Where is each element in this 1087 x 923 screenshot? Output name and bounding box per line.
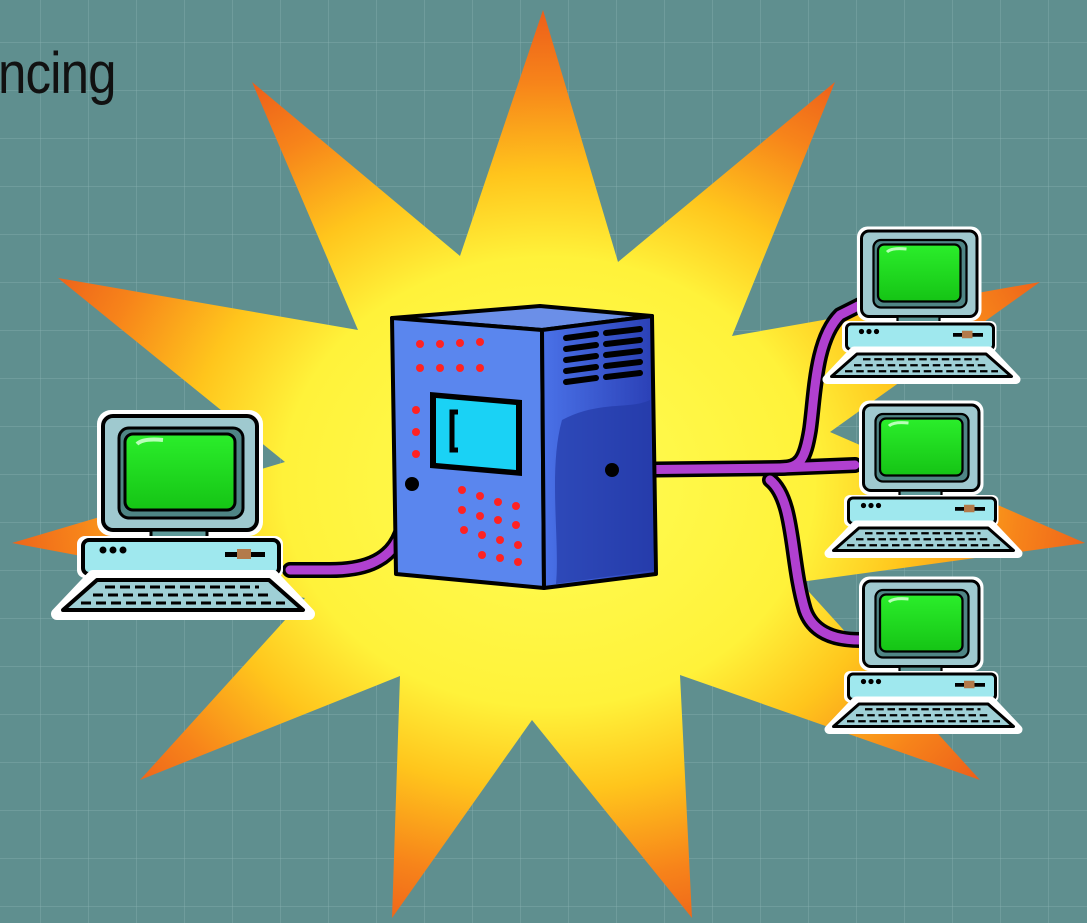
server-tower-icon [390,304,658,590]
slide-title: ncing [0,41,116,106]
